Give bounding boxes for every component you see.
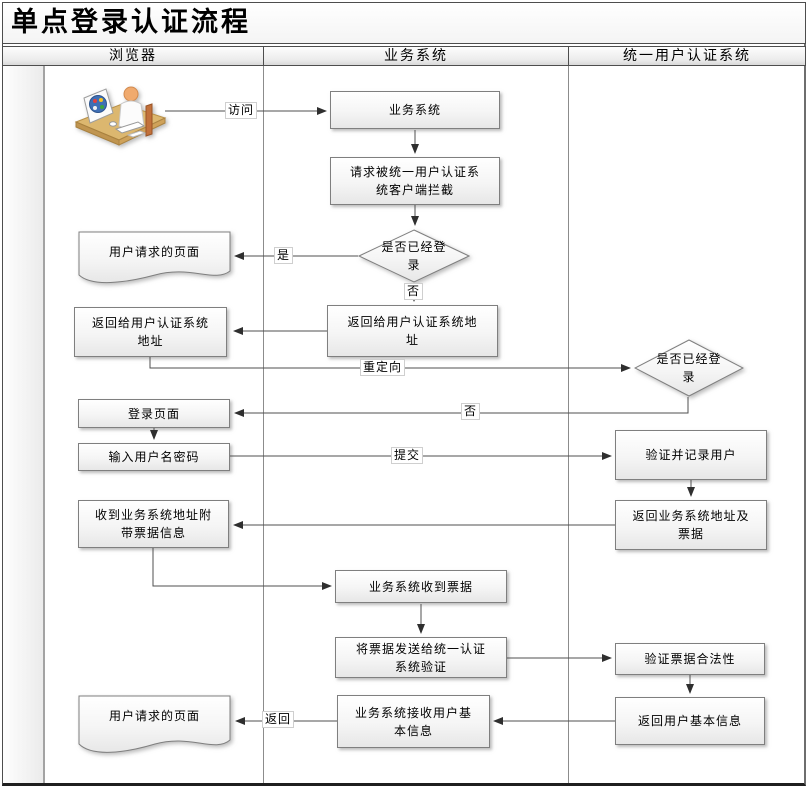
lane-header-auth-system: 统一用户认证系统 — [568, 46, 806, 66]
node-biz-receive-user-info: 业务系统接收用户基本信息 — [337, 695, 490, 748]
node-send-ticket-verify: 将票据发送给统一认证系统验证 — [335, 637, 507, 678]
node-enter-credentials: 输入用户名密码 — [78, 443, 230, 471]
edge-label-no-2: 否 — [461, 403, 481, 420]
node-verify-ticket: 验证票据合法性 — [615, 643, 765, 675]
doc-user-requested-page-2: 用户请求的页面 — [78, 695, 231, 757]
edge-label-submit: 提交 — [391, 447, 424, 464]
node-verify-record-user: 验证并记录用户 — [615, 430, 767, 480]
edge-label-no-1: 否 — [404, 283, 424, 300]
edge-label-visit: 访问 — [225, 102, 258, 119]
lane-divider-2 — [568, 66, 569, 783]
decision-already-logged-in-2: 是否已经登录 — [634, 339, 744, 397]
lane-divider-1 — [263, 66, 264, 783]
lane-left-margin-strip — [3, 66, 45, 783]
node-return-auth-addr-browser: 返回给用户认证系统地址 — [74, 307, 227, 357]
lane-header-browser: 浏览器 — [2, 46, 264, 66]
node-login-page: 登录页面 — [78, 399, 230, 428]
diagram-title: 单点登录认证流程 — [2, 2, 806, 44]
user-at-computer-icon — [72, 82, 167, 148]
node-return-biz-addr-ticket: 返回业务系统地址及票据 — [615, 500, 767, 550]
edge-label-yes: 是 — [274, 247, 294, 264]
doc-user-requested-page-1: 用户请求的页面 — [78, 231, 231, 287]
node-request-intercepted: 请求被统一用户认证系统客户端拦截 — [330, 157, 500, 205]
node-biz-system: 业务系统 — [330, 91, 500, 129]
lane-header-business-system: 业务系统 — [263, 46, 569, 66]
node-biz-receive-ticket: 业务系统收到票据 — [335, 570, 507, 603]
node-return-auth-addr-biz: 返回给用户认证系统地址 — [327, 305, 498, 357]
decision-already-logged-in-1: 是否已经登录 — [358, 229, 470, 283]
edge-label-redirect: 重定向 — [360, 359, 406, 376]
node-receive-addr-ticket: 收到业务系统地址附带票据信息 — [78, 500, 229, 548]
edge-label-return: 返回 — [262, 711, 295, 728]
node-return-user-info: 返回用户基本信息 — [615, 697, 765, 745]
